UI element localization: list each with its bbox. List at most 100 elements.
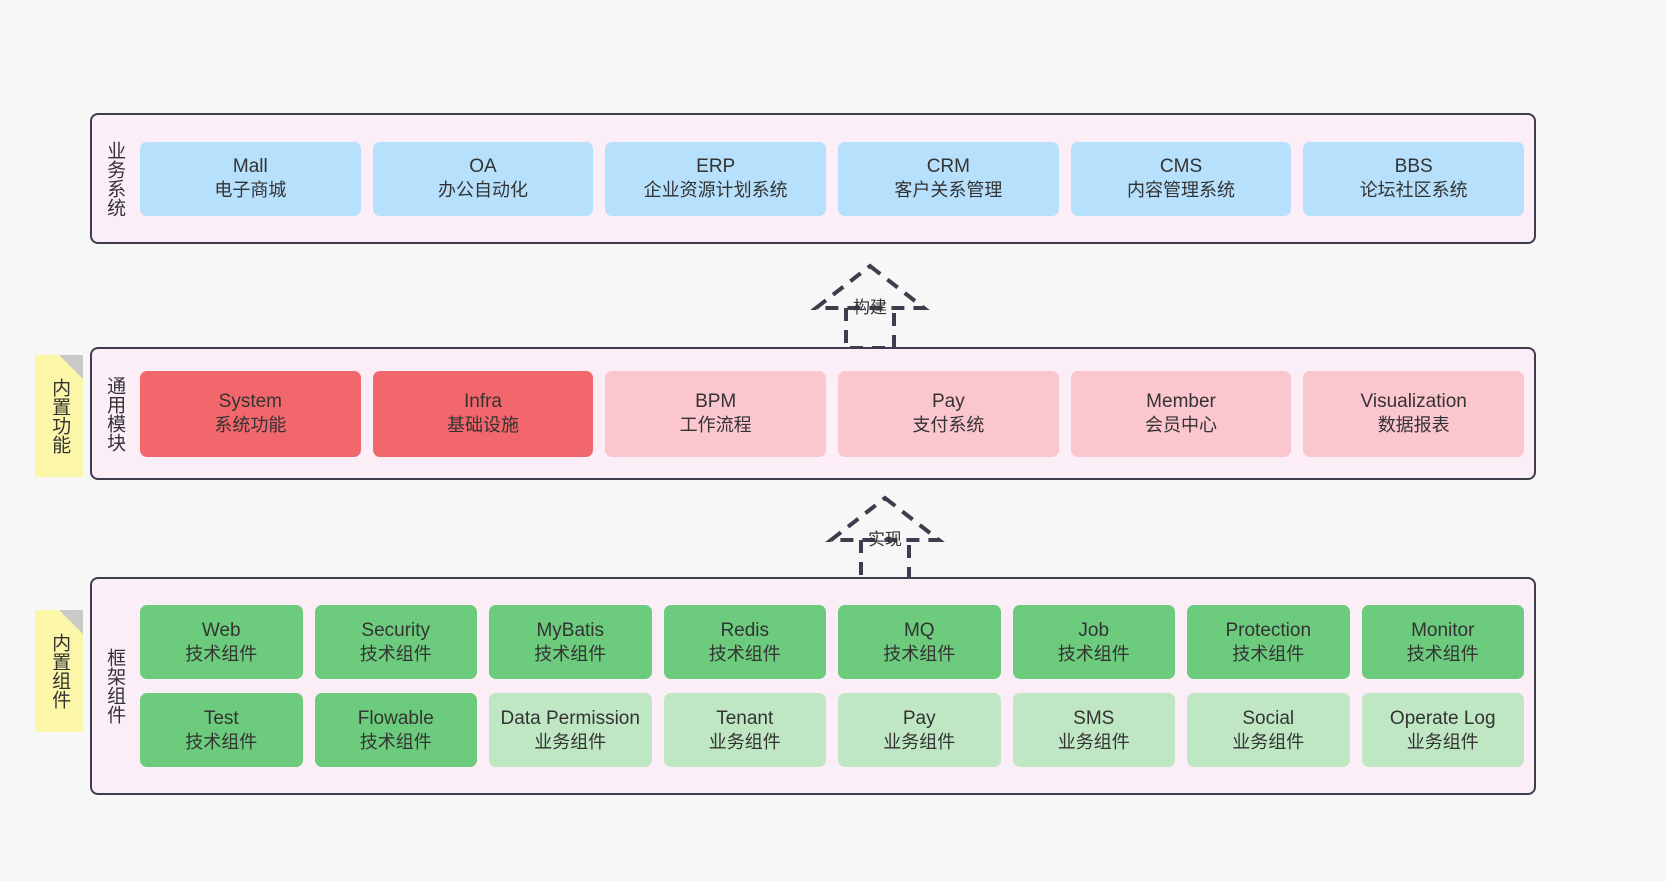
- card-subtitle: 技术组件: [1406, 643, 1479, 664]
- layer-title-framework-component: 框架组件: [104, 648, 126, 724]
- card-system[interactable]: System 系统功能: [140, 370, 361, 457]
- card-title: Redis: [720, 619, 770, 641]
- card-title: SMS: [1073, 707, 1115, 729]
- card-subtitle: 业务组件: [708, 731, 781, 752]
- card-infra[interactable]: Infra 基础设施: [372, 370, 594, 457]
- card-title: MQ: [903, 619, 935, 641]
- card-security[interactable]: Security 技术组件: [314, 605, 477, 679]
- layer-title-business-system: 业务系统: [104, 140, 126, 217]
- layer-common-module: 通用模块 System 系统功能 Infra 基础设施 BPM 工作流程 Pay…: [90, 347, 1536, 480]
- connector-implement: 实现: [805, 492, 965, 582]
- card-title: Operate Log: [1389, 707, 1496, 729]
- connector-build: 构建: [790, 260, 950, 350]
- card-pay-module[interactable]: Pay 支付系统: [838, 370, 1059, 457]
- framework-component-card-list: Web 技术组件 Security 技术组件 MyBatis 技术组件 Redi…: [136, 579, 1534, 793]
- card-subtitle: 办公自动化: [438, 180, 528, 201]
- card-subtitle: 数据报表: [1377, 415, 1450, 436]
- card-title: Job: [1078, 619, 1110, 641]
- card-title: Social: [1242, 707, 1295, 729]
- connector-build-label: 构建: [853, 298, 887, 317]
- card-title: Visualization: [1360, 391, 1467, 413]
- card-subtitle: 支付系统: [912, 415, 985, 436]
- card-visualization[interactable]: Visualization 数据报表: [1303, 370, 1525, 457]
- card-title: MyBatis: [536, 619, 605, 641]
- card-test[interactable]: Test 技术组件: [140, 693, 303, 767]
- card-operate-log[interactable]: Operate Log 业务组件: [1361, 693, 1524, 767]
- card-subtitle: 技术组件: [359, 643, 432, 664]
- note-builtin-component: 内置组件: [35, 610, 83, 732]
- generalization-arrow-icon: [825, 495, 945, 582]
- card-title: Web: [201, 619, 241, 641]
- note-label: 内置组件: [49, 633, 71, 709]
- card-subtitle: 业务组件: [883, 731, 956, 752]
- card-title: BBS: [1394, 156, 1433, 178]
- card-cms[interactable]: CMS 内容管理系统: [1070, 141, 1292, 216]
- card-title: Tenant: [716, 707, 774, 729]
- card-mall[interactable]: Mall 电子商城: [140, 141, 361, 216]
- card-subtitle: 客户关系管理: [894, 180, 1003, 201]
- layer-title-common-module: 通用模块: [104, 375, 126, 452]
- card-title: CRM: [926, 156, 970, 178]
- common-module-card-list: System 系统功能 Infra 基础设施 BPM 工作流程 Pay 支付系统…: [136, 349, 1534, 478]
- card-crm[interactable]: CRM 客户关系管理: [838, 141, 1059, 216]
- card-social[interactable]: Social 业务组件: [1187, 693, 1350, 767]
- card-title: Protection: [1225, 619, 1312, 641]
- note-label: 内置功能: [49, 378, 71, 454]
- card-protection[interactable]: Protection 技术组件: [1187, 605, 1350, 679]
- framework-row-business: Test 技术组件 Flowable 技术组件 Data Permission …: [140, 693, 1524, 767]
- business-system-card-list: Mall 电子商城 OA 办公自动化 ERP 企业资源计划系统 CRM 客户关系…: [136, 115, 1534, 242]
- card-subtitle: 论坛社区系统: [1359, 180, 1468, 201]
- generalization-arrow-icon: [810, 263, 930, 350]
- card-subtitle: 技术组件: [708, 643, 781, 664]
- card-subtitle: 业务组件: [1406, 731, 1479, 752]
- layer-business-system: 业务系统 Mall 电子商城 OA 办公自动化 ERP 企业资源计划系统 CRM…: [90, 113, 1536, 244]
- card-bbs[interactable]: BBS 论坛社区系统: [1303, 141, 1525, 216]
- card-subtitle: 技术组件: [185, 643, 258, 664]
- card-member[interactable]: Member 会员中心: [1070, 370, 1292, 457]
- card-subtitle: 业务组件: [1232, 731, 1305, 752]
- card-monitor[interactable]: Monitor 技术组件: [1361, 605, 1524, 679]
- note-fold-corner-icon: [59, 355, 83, 379]
- card-mq[interactable]: MQ 技术组件: [838, 605, 1001, 679]
- card-title: System: [218, 391, 283, 413]
- card-data-permission[interactable]: Data Permission 业务组件: [489, 693, 652, 767]
- card-subtitle: 技术组件: [1232, 643, 1305, 664]
- note-builtin-function: 内置功能: [35, 355, 83, 477]
- card-sms[interactable]: SMS 业务组件: [1012, 693, 1175, 767]
- card-erp[interactable]: ERP 企业资源计划系统: [605, 141, 827, 216]
- card-bpm[interactable]: BPM 工作流程: [605, 370, 827, 457]
- card-subtitle: 工作流程: [679, 415, 752, 436]
- card-subtitle: 业务组件: [1057, 731, 1130, 752]
- card-title: Monitor: [1411, 619, 1475, 641]
- card-title: BPM: [695, 391, 737, 413]
- card-title: OA: [469, 156, 497, 178]
- card-mybatis[interactable]: MyBatis 技术组件: [489, 605, 652, 679]
- card-subtitle: 系统功能: [214, 415, 287, 436]
- card-subtitle: 技术组件: [185, 731, 258, 752]
- framework-row-technical: Web 技术组件 Security 技术组件 MyBatis 技术组件 Redi…: [140, 605, 1524, 679]
- card-subtitle: 会员中心: [1145, 415, 1218, 436]
- card-title: Flowable: [357, 707, 434, 729]
- card-job[interactable]: Job 技术组件: [1012, 605, 1175, 679]
- card-subtitle: 技术组件: [534, 643, 607, 664]
- card-title: Security: [361, 619, 431, 641]
- card-redis[interactable]: Redis 技术组件: [663, 605, 826, 679]
- card-web[interactable]: Web 技术组件: [140, 605, 303, 679]
- card-pay-component[interactable]: Pay 业务组件: [838, 693, 1001, 767]
- card-subtitle: 基础设施: [447, 415, 519, 436]
- connector-implement-label: 实现: [868, 530, 902, 549]
- card-title: Test: [203, 707, 239, 729]
- card-flowable[interactable]: Flowable 技术组件: [314, 693, 477, 767]
- card-tenant[interactable]: Tenant 业务组件: [663, 693, 826, 767]
- card-title: Pay: [931, 391, 965, 413]
- card-title: Infra: [463, 391, 503, 413]
- card-subtitle: 业务组件: [534, 731, 607, 752]
- card-title: Data Permission: [500, 707, 640, 729]
- card-title: ERP: [696, 156, 736, 178]
- card-subtitle: 技术组件: [1057, 643, 1130, 664]
- card-subtitle: 内容管理系统: [1127, 180, 1236, 201]
- note-fold-corner-icon: [59, 610, 83, 634]
- card-title: CMS: [1159, 156, 1203, 178]
- card-oa[interactable]: OA 办公自动化: [372, 141, 594, 216]
